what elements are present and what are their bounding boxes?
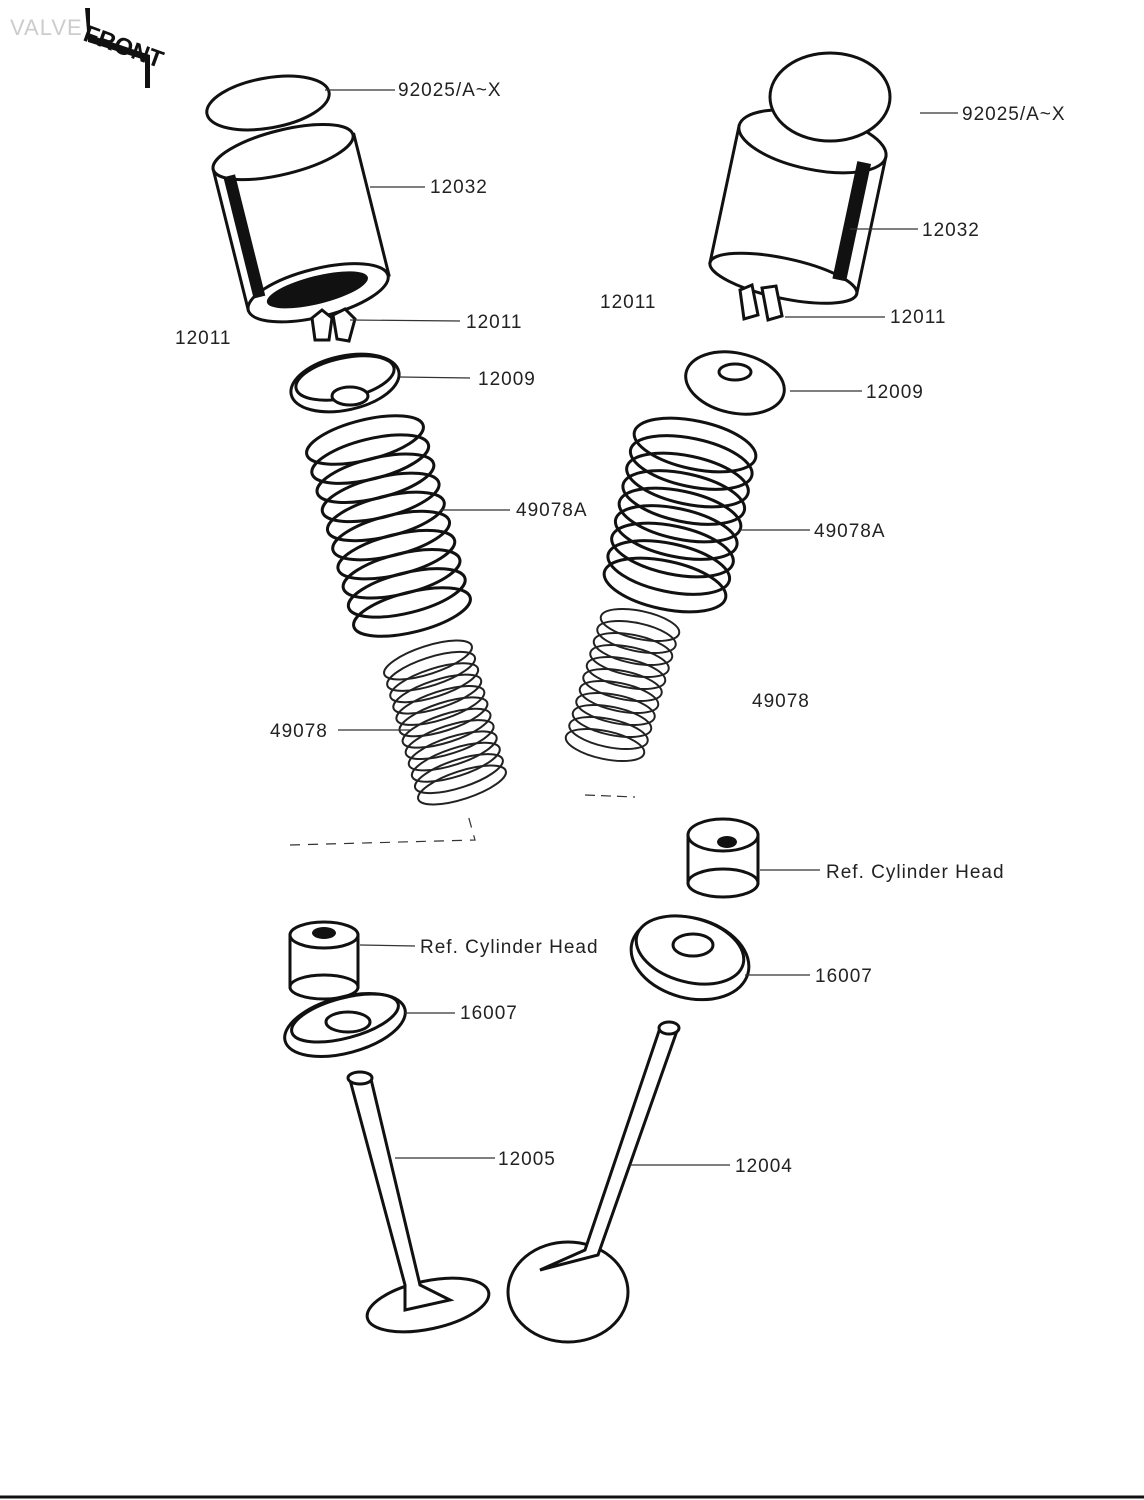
spring-coil — [410, 741, 501, 783]
spring-coil — [389, 662, 480, 704]
label-left-inner-spring: 49078 — [270, 721, 328, 742]
right-valve-seal — [629, 914, 751, 1002]
label-left-guide-ref: Ref. Cylinder Head — [420, 937, 599, 958]
front-label: FRONT — [80, 20, 167, 74]
label-left-shim: 92025/A~X — [398, 80, 502, 101]
label-left-keeper-a: 12011 — [175, 328, 231, 349]
spring-coil — [352, 586, 472, 638]
spring-coil — [617, 486, 743, 544]
spring-coil — [602, 556, 728, 614]
label-left-tappet: 12032 — [430, 177, 488, 198]
right-shim — [768, 51, 892, 143]
label-right-retainer: 12009 — [866, 382, 924, 403]
spring-coil — [589, 643, 670, 679]
label-left-seal: 16007 — [460, 1003, 518, 1024]
label-left-valve: 12005 — [498, 1149, 556, 1170]
label-left-keeper-b: 12011 — [466, 312, 522, 333]
label-left-retainer: 12009 — [478, 369, 536, 390]
spring-coil — [386, 650, 477, 692]
spring-coil — [568, 715, 649, 751]
left-assembly-line — [289, 814, 476, 846]
left-outer-spring — [305, 414, 472, 638]
label-left-outer-spring: 49078A — [516, 500, 588, 521]
spring-coil — [585, 655, 667, 691]
label-right-keeper-b: 12011 — [890, 307, 946, 328]
label-right-tappet: 12032 — [922, 220, 980, 241]
left-tappet — [211, 123, 391, 324]
spring-coil — [592, 631, 674, 667]
left-retainer — [289, 352, 401, 414]
left-valve — [346, 1070, 491, 1334]
spring-coil — [401, 707, 492, 749]
label-right-seal: 16007 — [815, 966, 873, 987]
spring-coil — [575, 691, 656, 727]
label-right-shim: 92025/A~X — [962, 104, 1066, 125]
spring-coil — [564, 727, 646, 763]
left-inner-spring — [383, 639, 507, 806]
spring-coil — [398, 696, 489, 738]
spring-coil — [413, 753, 504, 795]
spring-coil — [395, 684, 486, 726]
spring-coil — [621, 469, 747, 526]
spring-coil — [613, 504, 739, 561]
view-title: VALVE — [10, 15, 83, 40]
spring-coil — [346, 567, 467, 619]
spring-coil — [625, 451, 750, 509]
left-shim — [205, 74, 331, 132]
right-assembly-line — [584, 794, 636, 798]
right-outer-spring — [602, 416, 758, 614]
front-direction-badge: VALVE FRONT — [10, 8, 167, 88]
label-right-valve: 12004 — [735, 1156, 793, 1177]
leader-lines — [325, 89, 958, 1166]
spring-coil — [417, 764, 507, 806]
left-keepers — [310, 307, 357, 343]
label-right-guide-ref: Ref. Cylinder Head — [826, 862, 1005, 883]
spring-coil — [582, 667, 663, 703]
label-right-keeper-a: 12011 — [600, 292, 656, 313]
spring-coil — [383, 639, 473, 681]
right-inner-spring — [564, 607, 681, 763]
right-retainer — [684, 350, 786, 416]
left-valve-guide — [288, 920, 360, 1001]
right-valve-guide — [686, 817, 760, 899]
spring-coil — [628, 434, 754, 491]
left-valve-seal — [283, 992, 407, 1058]
spring-coil — [596, 619, 677, 655]
spring-coil — [606, 539, 732, 596]
right-keepers — [738, 282, 784, 322]
spring-coil — [578, 679, 660, 715]
spring-coil — [571, 703, 653, 739]
label-right-outer-spring: 49078A — [814, 521, 886, 542]
right-valve — [506, 1020, 681, 1344]
label-right-inner-spring: 49078 — [752, 691, 810, 712]
spring-coil — [610, 521, 735, 579]
spring-coil — [599, 607, 681, 643]
spring-coil — [392, 673, 483, 715]
spring-coil — [407, 730, 498, 772]
spring-coil — [404, 719, 495, 761]
spring-coil — [632, 416, 758, 474]
